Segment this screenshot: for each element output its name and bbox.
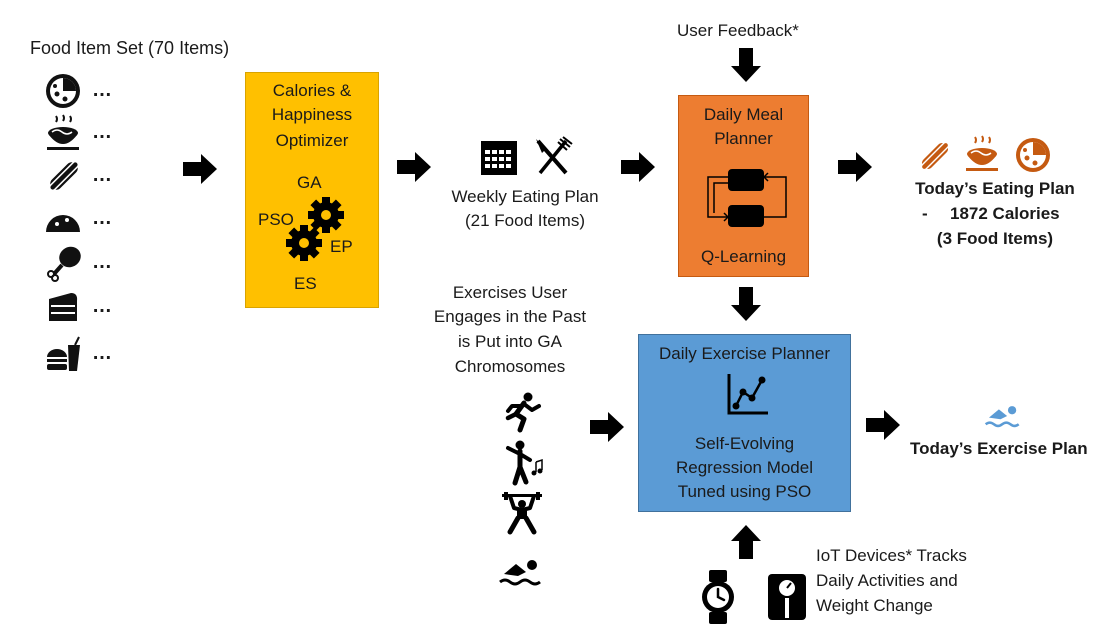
ellipsis: … <box>92 342 113 364</box>
arrow-down-icon <box>731 287 761 321</box>
meal-planner-title-line2: Planner <box>714 129 773 148</box>
arrow-right-icon <box>183 154 217 184</box>
ellipsis: … <box>92 295 113 317</box>
arrow-right-icon <box>866 410 900 440</box>
cake-icon <box>49 293 78 321</box>
swimming-icon <box>984 406 1020 428</box>
arrow-up-icon <box>731 525 761 559</box>
iot-line2: Daily Activities and <box>816 571 958 590</box>
exercise-planner-line2: Regression Model <box>675 458 813 477</box>
exercise-planner-line1: Self-Evolving <box>694 434 795 453</box>
food-set-title: Food Item Set (70 Items) <box>30 38 230 58</box>
ellipsis: … <box>92 121 113 143</box>
hotdog-icon <box>920 141 950 171</box>
exercise-planner-line3: Tuned using PSO <box>677 482 812 501</box>
pizza-icon <box>46 74 80 108</box>
arrow-down-icon <box>731 48 761 82</box>
line-chart-icon <box>727 374 768 415</box>
arrow-right-icon <box>397 152 431 182</box>
arrow-right-icon <box>590 412 624 442</box>
exercise-planner-title: Daily Exercise Planner <box>658 344 830 363</box>
todays-eating-plan-bullet: - <box>922 204 928 223</box>
meal-planner-method: Q-Learning <box>700 247 787 266</box>
weightlifting-icon <box>502 492 542 535</box>
meal-planner-title-line1: Daily Meal <box>703 105 784 124</box>
algo-es-label: ES <box>294 274 317 293</box>
arrow-right-icon <box>838 152 872 182</box>
todays-exercise-plan-title: Today’s Exercise Plan <box>910 439 1088 458</box>
ellipsis: … <box>92 207 113 229</box>
running-icon <box>505 392 541 433</box>
exercise-planner-box <box>638 334 851 512</box>
arrow-right-icon <box>621 152 655 182</box>
hotdog-icon <box>48 160 80 192</box>
noodles-icon <box>47 114 79 150</box>
todays-eating-plan-items: (3 Food Items) <box>936 229 1054 248</box>
exercises-past-line2: Engages in the Past <box>433 307 587 326</box>
fork-knife-icon <box>536 136 573 175</box>
chicken-leg-icon <box>47 246 81 282</box>
noodles-icon <box>966 135 998 171</box>
scale-icon <box>768 574 806 620</box>
fastfood-icon <box>47 336 80 371</box>
iot-line1: IoT Devices* Tracks <box>816 546 967 565</box>
todays-eating-plan-calories: 1872 Calories <box>950 204 1060 223</box>
dancing-icon <box>506 440 543 486</box>
ellipsis: … <box>92 79 113 101</box>
gears-icon <box>286 197 344 261</box>
optimizer-title-line2: Happiness <box>271 105 353 124</box>
taco-icon <box>46 206 80 232</box>
swimming-icon <box>499 560 541 586</box>
exercises-past-line4: Chromosomes <box>454 357 566 376</box>
algo-ep-label: EP <box>330 237 353 256</box>
exercises-past-line1: Exercises User <box>452 283 568 302</box>
calendar-icon <box>481 141 517 175</box>
q-learning-diagram-icon <box>707 169 787 227</box>
optimizer-box <box>245 72 379 308</box>
user-feedback-label: User Feedback* <box>677 21 799 40</box>
algo-ga-label: GA <box>297 173 322 192</box>
ellipsis: … <box>92 164 113 186</box>
todays-eating-plan-title: Today’s Eating Plan <box>915 179 1075 198</box>
iot-line3: Weight Change <box>816 596 933 615</box>
weekly-plan-line1: Weekly Eating Plan <box>451 187 599 206</box>
ellipsis: … <box>92 251 113 273</box>
weekly-plan-line2: (21 Food Items) <box>465 211 585 230</box>
watch-icon <box>702 570 734 624</box>
optimizer-title-line1: Calories & <box>272 81 352 100</box>
optimizer-title-line3: Optimizer <box>275 131 349 150</box>
exercises-past-line3: is Put into GA <box>458 332 562 351</box>
pizza-icon <box>1016 138 1050 172</box>
algo-pso-label: PSO <box>258 210 294 229</box>
